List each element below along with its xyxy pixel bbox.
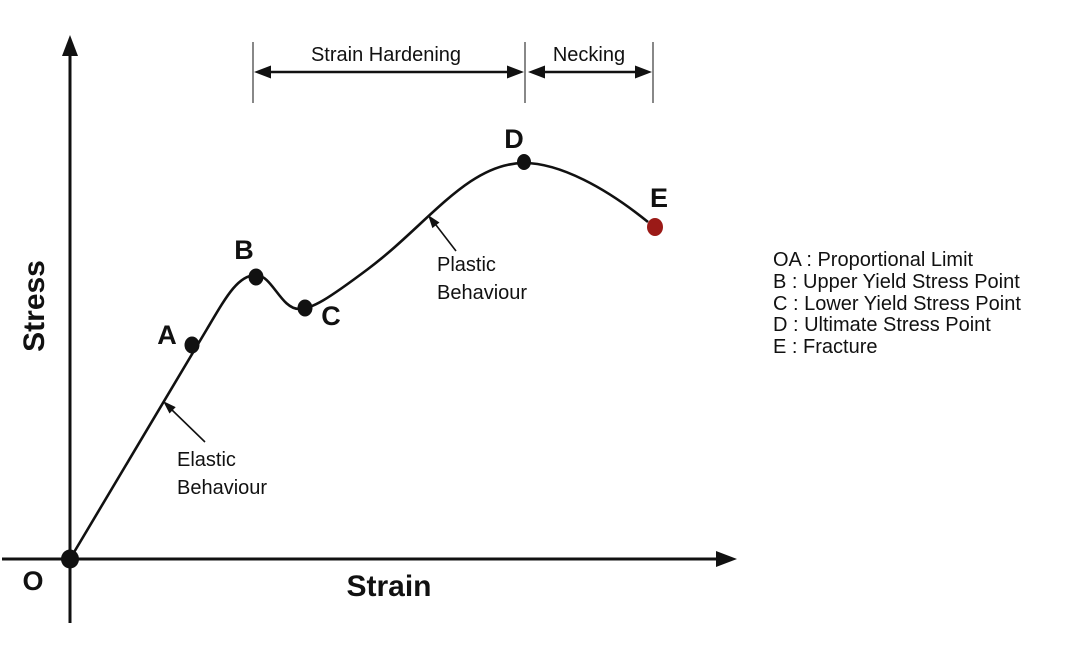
necking-label: Necking (553, 44, 625, 66)
point-label-B: B (234, 235, 254, 265)
curve-points (61, 154, 663, 569)
x-axis-arrowhead-icon (716, 551, 737, 567)
point-E-fracture (647, 218, 663, 236)
plastic-behaviour-label-line1: Plastic (437, 254, 496, 276)
plastic-behaviour-label-line2: Behaviour (437, 282, 527, 304)
point-label-D: D (504, 124, 524, 154)
point-D (517, 154, 531, 170)
point-A (184, 336, 200, 354)
legend-item: E : Fracture (773, 336, 877, 358)
arrow-right-icon (635, 65, 652, 79)
stress-strain-curve (68, 161, 649, 560)
origin-label: O (22, 566, 43, 596)
point-label-C: C (321, 301, 341, 331)
strain-hardening-span: Strain Hardening (254, 44, 524, 79)
point-C (297, 299, 313, 317)
y-axis-title: Stress (18, 260, 51, 352)
strain-hardening-label: Strain Hardening (311, 44, 461, 66)
point-label-E: E (650, 183, 668, 213)
arrow-left-icon (254, 65, 271, 79)
annotation-arrowhead-icon (428, 215, 440, 229)
point-labels: O A B C D E (22, 124, 668, 596)
y-axis (62, 35, 78, 623)
plastic-behaviour-annotation: Plastic Behaviour (428, 215, 527, 304)
arrow-right-icon (507, 65, 524, 79)
y-axis-arrowhead-icon (62, 35, 78, 56)
x-axis-title: Strain (346, 570, 431, 603)
x-axis (2, 551, 737, 567)
elastic-behaviour-label-line2: Behaviour (177, 477, 267, 499)
point-B (248, 268, 264, 286)
point-label-A: A (157, 320, 177, 350)
legend-item: B : Upper Yield Stress Point (773, 271, 1020, 293)
necking-span: Necking (528, 44, 652, 79)
legend: OA : Proportional Limit B : Upper Yield … (773, 249, 1021, 358)
legend-item: C : Lower Yield Stress Point (773, 293, 1021, 315)
legend-item: D : Ultimate Stress Point (773, 314, 991, 336)
legend-item: OA : Proportional Limit (773, 249, 974, 271)
annotation-arrowhead-icon (163, 401, 176, 414)
elastic-behaviour-annotation: Elastic Behaviour (163, 401, 267, 499)
arrow-left-icon (528, 65, 545, 79)
elastic-behaviour-label-line1: Elastic (177, 449, 236, 471)
region-guides (252, 42, 654, 103)
point-O (61, 549, 79, 569)
